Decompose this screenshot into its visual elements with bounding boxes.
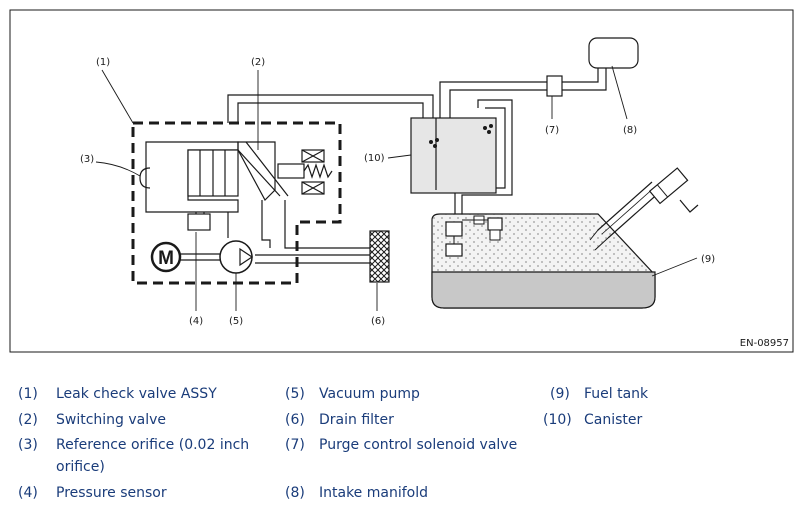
legend-number: (3)	[18, 437, 38, 453]
switching-valve-housing	[145, 141, 333, 213]
callout-8: (8)	[623, 125, 637, 136]
legend-number: (4)	[18, 485, 38, 501]
legend-text: Pressure sensor	[56, 485, 167, 501]
reference-orifice	[139, 167, 151, 189]
diagram-frame	[9, 9, 794, 353]
svg-text:M: M	[158, 248, 174, 269]
drain-filter	[369, 230, 390, 283]
callout-3: (3)	[80, 154, 94, 165]
callout-2: (2)	[251, 57, 265, 68]
legend: (1) Leak check valve ASSY (2) Switching va…	[0, 380, 803, 511]
fuel-tank	[431, 167, 699, 309]
callout-4: (4)	[189, 316, 203, 327]
legend-number: (1)	[18, 386, 38, 402]
figure-code: EN-08957	[740, 338, 789, 349]
legend-text: Drain filter	[319, 412, 394, 428]
legend-number: (2)	[18, 412, 38, 428]
legend-number: (6)	[285, 412, 305, 428]
legend-item: (3) Reference orifice (0.02 inch orifice)	[18, 434, 266, 478]
callout-6: (6)	[371, 316, 385, 327]
legend-text: Purge control solenoid valve	[319, 437, 518, 453]
leader-lines	[95, 65, 698, 311]
legend-text: Reference orifice (0.02 inch orifice)	[56, 437, 250, 475]
legend-text: Vacuum pump	[319, 386, 420, 402]
legend-item: (7) Purge control solenoid valve	[285, 437, 517, 453]
vacuum-pump	[219, 240, 254, 274]
legend-item: (4) Pressure sensor	[18, 485, 167, 501]
evap-system-diagram: M	[9, 9, 794, 353]
callout-1: (1)	[96, 57, 110, 68]
pressure-sensor	[187, 213, 211, 231]
legend-number: (5)	[285, 386, 305, 402]
legend-text: Fuel tank	[584, 386, 649, 402]
callout-5: (5)	[229, 316, 243, 327]
legend-item: (1) Leak check valve ASSY	[18, 386, 217, 402]
callout-9: (9)	[701, 254, 715, 265]
legend-item: (8) Intake manifold	[285, 485, 428, 501]
legend-item: (2) Switching valve	[18, 412, 166, 428]
callout-10: (10)	[364, 153, 385, 164]
legend-item: (9) Fuel tank	[550, 386, 648, 402]
legend-number: (8)	[285, 485, 305, 501]
legend-item: (5) Vacuum pump	[285, 386, 420, 402]
legend-text: Intake manifold	[319, 485, 428, 501]
legend-item: (10) Canister	[543, 412, 642, 428]
intake-manifold	[588, 37, 639, 69]
legend-text: Leak check valve ASSY	[56, 386, 217, 402]
callout-7: (7)	[545, 125, 559, 136]
pump-motor: M	[150, 241, 220, 273]
legend-number: (10)	[543, 412, 572, 428]
purge-control-solenoid-valve	[546, 75, 563, 97]
legend-number: (9)	[550, 386, 570, 402]
legend-text: Switching valve	[56, 412, 167, 428]
legend-number: (7)	[285, 437, 305, 453]
canister	[410, 117, 497, 194]
legend-text: Canister	[584, 412, 643, 428]
legend-item: (6) Drain filter	[285, 412, 394, 428]
